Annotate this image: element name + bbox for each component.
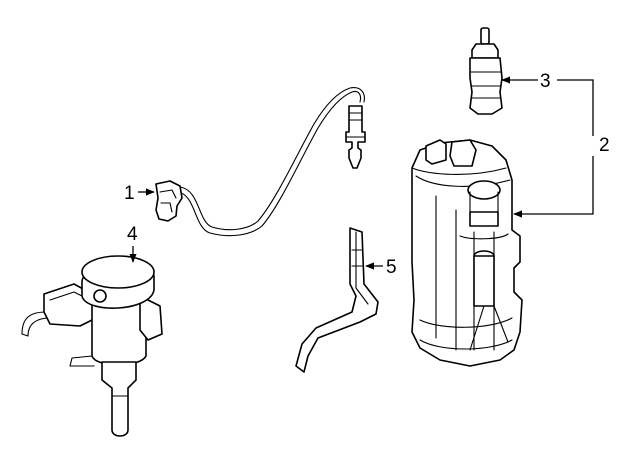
callout-5: 5 xyxy=(365,257,397,278)
mounting-bracket-part-5 xyxy=(295,227,379,373)
callout-5-label: 5 xyxy=(386,257,397,278)
callout-4-label: 4 xyxy=(127,224,138,245)
callout-1-label: 1 xyxy=(124,183,135,204)
sensor-harness-wire xyxy=(177,90,362,237)
sensor-connector xyxy=(155,180,183,222)
callout-2-label: 2 xyxy=(599,135,610,156)
callout-4: 4 xyxy=(127,224,138,263)
vacuum-pump-part-4 xyxy=(21,255,163,437)
callout-2: 2 xyxy=(513,79,610,218)
charcoal-canister-part-2 xyxy=(411,139,523,367)
purge-valve-part-3 xyxy=(469,27,503,115)
oxygen-sensor-part-1 xyxy=(155,87,366,237)
callout-3-label: 3 xyxy=(540,71,551,92)
callout-3: 3 xyxy=(501,71,551,92)
callout-1: 1 xyxy=(124,183,155,204)
